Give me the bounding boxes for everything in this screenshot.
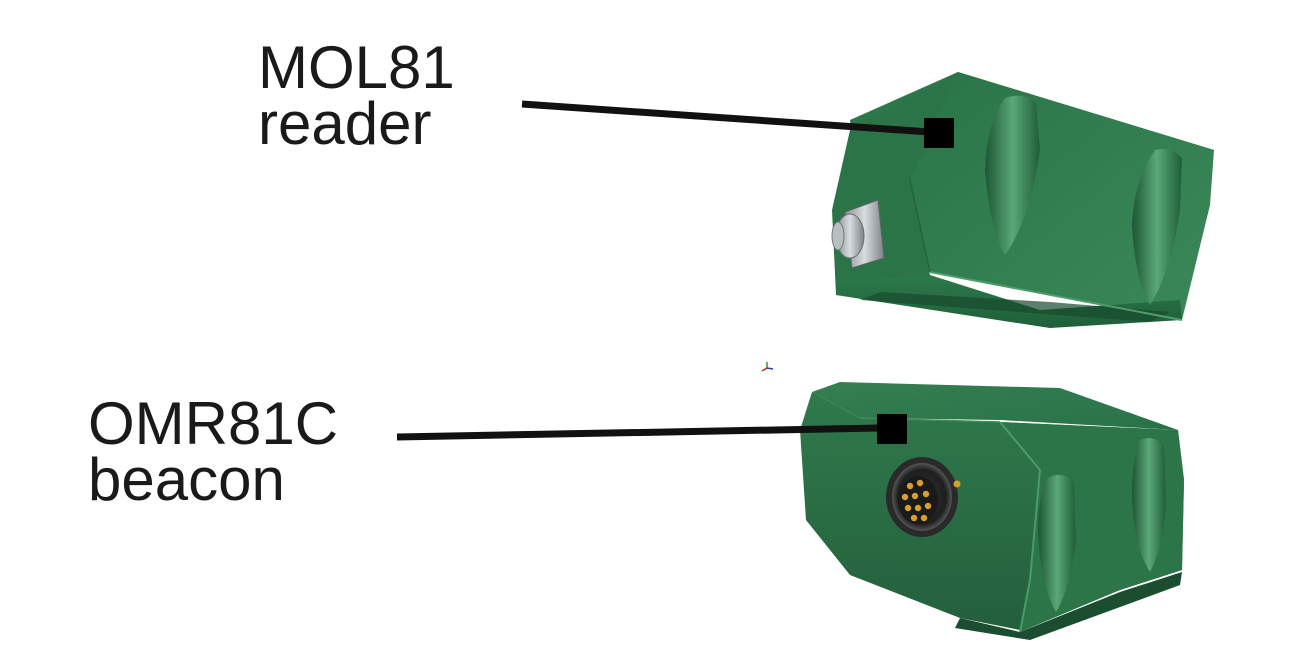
beacon-slot-right (1132, 438, 1166, 572)
beacon-leader (396, 414, 907, 444)
beacon-label: OMR81C beacon (88, 390, 339, 513)
reader-label-line-2: reader (258, 90, 432, 157)
reader-label: MOL81 reader (258, 34, 455, 157)
beacon-label-line-1: OMR81C (88, 390, 339, 457)
beacon-connector (886, 457, 961, 537)
reader-slot-left (985, 95, 1040, 255)
reader-connector (831, 199, 885, 269)
beacon-leader-line (396, 424, 881, 441)
connector-pins (901, 479, 932, 522)
reader-leader-line (521, 100, 931, 136)
reader-leader-marker (924, 118, 954, 148)
reader-slot-right (1132, 149, 1182, 305)
beacon-slot-left (1038, 474, 1076, 612)
beacon-leader-marker (877, 414, 907, 444)
reader-housing (831, 72, 1214, 328)
reader-leader (521, 100, 954, 148)
axis-triad-icon (761, 362, 774, 372)
reader-label-line-1: MOL81 (258, 34, 455, 101)
beacon-label-line-2: beacon (88, 446, 285, 513)
beacon-housing (800, 382, 1184, 640)
